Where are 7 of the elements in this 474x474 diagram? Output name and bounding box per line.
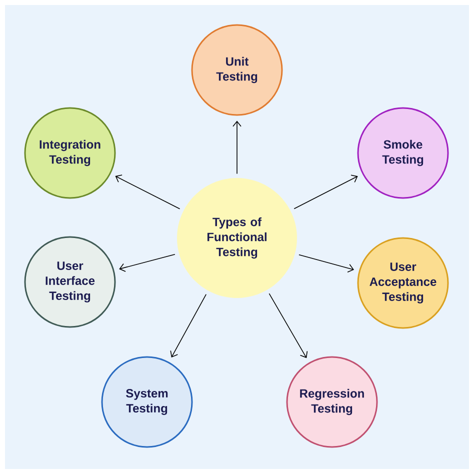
arrow — [170, 294, 207, 358]
arrow — [298, 254, 354, 273]
arrow — [232, 120, 242, 174]
arrow — [268, 293, 308, 358]
arrow — [115, 174, 180, 210]
arrow — [294, 174, 358, 210]
arrow — [119, 254, 176, 272]
